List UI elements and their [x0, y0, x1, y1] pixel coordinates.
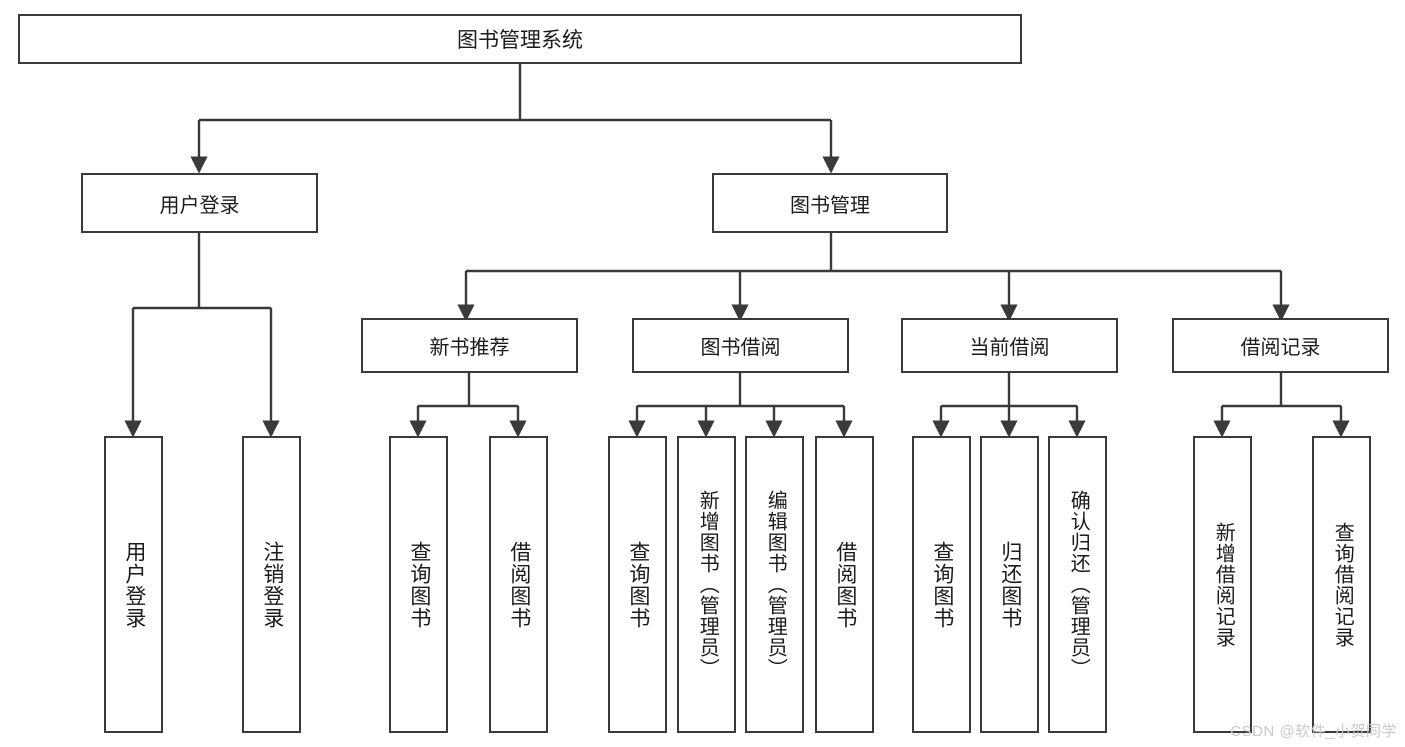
leaf-label: 新增图书（管理员） [696, 490, 719, 679]
leaf-label: 借阅图书 [833, 540, 857, 629]
leaf-label: 查询借阅记录 [1331, 521, 1354, 648]
leaf-label: 注销登录 [260, 540, 284, 629]
leaf-label: 查询图书 [407, 540, 431, 629]
leaf-label: 用户登录 [122, 540, 146, 629]
leaf-label: 查询图书 [626, 540, 650, 629]
leaf-label: 确认归还（管理员） [1067, 490, 1090, 679]
node-label: 新书推荐 [429, 337, 510, 359]
node-label: 图书管理系统 [457, 29, 583, 52]
node-book-management-system[interactable]: 图书管理系统 [18, 14, 1022, 64]
node-label: 借阅记录 [1240, 337, 1321, 359]
leaf-label: 新增借阅记录 [1212, 521, 1235, 648]
node-book-borrowing[interactable]: 图书借阅 [632, 318, 849, 373]
leaf-label: 归还图书 [998, 540, 1022, 629]
leaf-user-login-login[interactable]: 用户登录 [104, 436, 163, 733]
node-label: 图书管理 [790, 194, 870, 217]
leaf-current-borrow-return[interactable]: 归还图书 [980, 436, 1039, 733]
node-label: 用户登录 [159, 194, 240, 217]
leaf-borrow-record-add[interactable]: 新增借阅记录 [1193, 436, 1252, 733]
leaf-current-borrow-confirm-return[interactable]: 确认归还（管理员） [1048, 436, 1107, 733]
leaf-book-borrow-query[interactable]: 查询图书 [608, 436, 667, 733]
node-current-borrowing[interactable]: 当前借阅 [901, 318, 1118, 373]
leaf-label: 查询图书 [930, 540, 954, 629]
watermark: CSDN @软件_小贺同学 [1230, 723, 1397, 740]
node-borrowing-records[interactable]: 借阅记录 [1172, 318, 1389, 373]
leaf-borrow-record-query[interactable]: 查询借阅记录 [1312, 436, 1371, 733]
node-label: 图书借阅 [700, 337, 781, 359]
leaf-new-book-query[interactable]: 查询图书 [389, 436, 448, 733]
leaf-book-borrow-borrow[interactable]: 借阅图书 [815, 436, 874, 733]
leaf-new-book-borrow[interactable]: 借阅图书 [489, 436, 548, 733]
leaf-user-login-logout[interactable]: 注销登录 [242, 436, 301, 733]
leaf-book-borrow-add[interactable]: 新增图书（管理员） [677, 436, 736, 733]
node-new-book-recommendation[interactable]: 新书推荐 [361, 318, 578, 373]
leaf-label: 借阅图书 [507, 540, 531, 629]
leaf-label: 编辑图书（管理员） [764, 490, 787, 679]
leaf-book-borrow-edit[interactable]: 编辑图书（管理员） [745, 436, 804, 733]
node-user-login[interactable]: 用户登录 [81, 173, 318, 233]
leaf-current-borrow-query[interactable]: 查询图书 [912, 436, 971, 733]
node-book-management[interactable]: 图书管理 [712, 173, 948, 233]
node-label: 当前借阅 [969, 337, 1050, 359]
